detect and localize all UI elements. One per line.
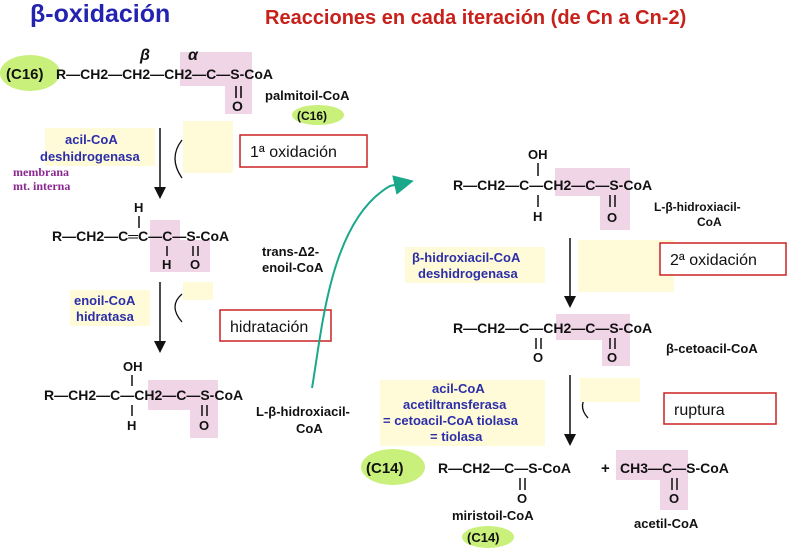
step-first-oxidation: acil-CoA deshidrogenasa membrana mt. int… [13,121,368,199]
highlight-alpha-region [180,52,252,86]
keto-oxygen-1: O [533,350,543,365]
label-second-oxidation: 2ª oxidación [670,252,757,269]
hydroxyacyl-name-right-2: CoA [697,215,722,229]
oxygen-2: O [190,257,200,272]
structure-ketoacyl-coa: R—CH2—C—CH2—C—S-CoA O O β-cetoacil-CoA [453,314,758,366]
enzyme-enoyl-hydratase-1: enoil-CoA [74,293,136,308]
enzyme-thiolase-2: acetiltransferasa [403,397,507,412]
highlight-carbonyl-2 [180,240,210,272]
cofactor-placeholder-4 [580,378,640,402]
acetyl-oxygen: O [669,491,679,506]
hydroxyacyl-name-left-2: CoA [296,421,323,436]
enoyl-name-1: trans-Δ2- [262,244,319,259]
highlight-hydroxyacyl-2 [555,168,630,196]
enzyme-acyl-coa-dehydrogenase-2: deshidrogenasa [40,149,140,164]
highlight-ketoacyl [556,314,630,340]
products: (C14) R—CH2—C—S-CoA O + CH3—C—S-CoA O mi… [361,449,729,548]
enzyme-bg-3 [405,247,545,283]
acetyl-name: acetil-CoA [634,516,699,531]
myristoyl-oxygen: O [517,491,527,506]
cofactor-placeholder-2 [183,282,213,300]
structure-enoyl-coa: H R—CH2—C═C—C—S-CoA H O trans-Δ2- enoil-… [52,200,324,275]
h-right: H [533,209,542,224]
enzyme-hydroxyacyl-dehydrogenase-2: deshidrogenasa [418,266,518,281]
enzyme-thiolase-1: acil-CoA [432,381,485,396]
myristoyl-name-c14: (C14) [467,530,500,545]
membrane-label-1: membrana [13,165,69,179]
highlight-double-bond [150,220,180,272]
beta-label: β [139,47,150,64]
c16-badge [0,55,60,91]
step-thiolysis: acil-CoA acetiltransferasa = cetoacil-Co… [380,375,777,446]
plus-sign: + [601,460,610,477]
keto-oxygen-2: O [607,350,617,365]
enzyme-bg-2 [70,290,150,326]
label-first-oxidation: 1ª oxidación [250,144,337,161]
acetyl-chain: CH3—C—S-CoA [620,460,729,476]
enzyme-acyl-coa-dehydrogenase-1: acil-CoA [65,132,118,147]
enoyl-name-2: enoil-CoA [262,260,324,275]
oh-left: OH [123,359,143,374]
c14-label: (C14) [366,460,404,477]
palmitoyl-name: palmitoil-CoA [265,88,350,103]
h-bottom: H [162,257,171,272]
highlight-acetyl [616,450,688,480]
palmitoyl-name-c16: (C16) [297,109,327,123]
curved-arrow-step2 [174,293,183,323]
highlight-ketoacyl-carbonyl [602,338,630,366]
enzyme-enoyl-hydratase-2: hidratasa [76,309,135,324]
step-second-oxidation: β-hidroxiacil-CoA deshidrogenasa 2ª oxid… [405,238,787,308]
main-title: β-oxidación [30,0,170,28]
carbonyl-oxygen: O [232,98,243,114]
ketoacyl-name: β-cetoacil-CoA [666,341,758,356]
highlight-hydroxyacyl-carbonyl-1 [190,408,218,438]
myristoyl-chain: R—CH2—C—S-CoA [438,460,571,476]
connector-arrow [311,175,414,389]
label-hydration: hidratación [230,319,308,336]
structure-hydroxyacyl-coa-left: OH R—CH2—C—CH2—C—S-CoA H O L-β-hidroxiac… [44,359,350,438]
structure-palmitoyl-coa: (C16) β α R—CH2—CH2—CH2—C—S-CoA O palmit… [0,47,350,125]
enzyme-thiolase-4: = tiolasa [430,429,483,444]
label-thiolysis: ruptura [674,402,725,419]
h-left: H [127,418,136,433]
enzyme-bg-4 [380,380,545,446]
name-c14-badge [462,526,514,548]
myristoyl-name: miristoil-CoA [452,508,534,523]
enzyme-bg-1 [45,128,155,166]
hydroxyacyl-chain-right: R—CH2—C—CH2—C—S-CoA [453,177,652,193]
h-top: H [134,200,143,215]
enoyl-chain: R—CH2—C═C—C—S-CoA [52,228,229,244]
box-thiolysis [663,392,777,425]
enzyme-hydroxyacyl-dehydrogenase-1: β-hidroxiacil-CoA [412,250,521,265]
ketoacyl-chain: R—CH2—C—CH2—C—S-CoA [453,320,652,336]
membrane-label-2: mt. interna [13,179,70,193]
name-c16-badge [292,105,344,125]
step-hydration: enoil-CoA hidratasa hidratación [70,282,332,353]
enzyme-thiolase-3: = cetoacil-CoA tiolasa [383,413,519,428]
oh-right: OH [528,147,548,162]
hydroxyacyl-name-left-1: L-β-hidroxiacil- [256,404,350,419]
hydroxyacyl-name-right-1: L-β-hidroxiacil- [654,200,741,214]
oxygen-4: O [607,210,617,225]
oxygen-3: O [199,418,209,433]
box-hydration [219,309,332,342]
c14-badge [361,449,425,485]
box-first-oxidation [239,134,368,168]
structure-hydroxyacyl-coa-right: OH R—CH2—C—CH2—C—S-CoA H O L-β-hidroxiac… [453,147,741,230]
highlight-acetyl-carbonyl [660,478,688,510]
hydroxyacyl-chain-left: R—CH2—C—CH2—C—S-CoA [44,387,243,403]
alpha-label: α [188,47,199,64]
cofactor-placeholder-3 [578,240,674,292]
cofactor-placeholder-1 [183,121,233,173]
subtitle: Reacciones en cada iteración (de Cn a Cn… [265,7,686,29]
highlight-carbonyl [225,84,252,114]
curved-arrow-step1 [174,139,183,179]
c16-label: (C16) [6,66,44,83]
box-second-oxidation [659,242,787,276]
palmitoyl-chain: R—CH2—CH2—CH2—C—S-CoA [56,66,273,82]
